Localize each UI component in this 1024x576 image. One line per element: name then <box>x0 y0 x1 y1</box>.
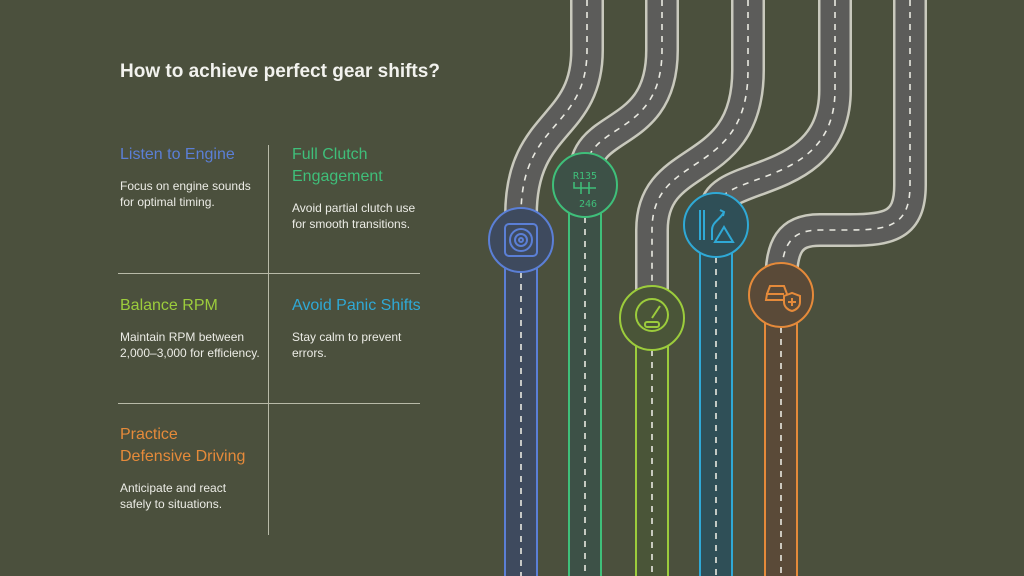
item-heading: Avoid Panic Shifts <box>292 297 421 314</box>
item-heading: Full Clutch Engagement <box>292 146 383 185</box>
item-heading: Balance RPM <box>120 297 218 314</box>
grid-divider-vertical <box>268 145 269 535</box>
item-text: Focus on engine sounds for optimal timin… <box>120 179 251 209</box>
item-defensive-driving: Practice Defensive Driving Anticipate an… <box>120 424 250 512</box>
item-text: Maintain RPM between 2,000–3,000 for eff… <box>120 330 260 360</box>
item-text: Anticipate and react safely to situation… <box>120 481 227 511</box>
item-avoid-panic: Avoid Panic Shifts Stay calm to prevent … <box>292 295 432 361</box>
speedometer-icon <box>619 285 685 351</box>
speaker-icon <box>488 207 554 273</box>
grid-divider-horizontal <box>118 273 420 274</box>
item-heading: Practice Defensive Driving <box>120 426 246 465</box>
item-heading: Listen to Engine <box>120 146 235 163</box>
item-listen-to-engine: Listen to Engine Focus on engine sounds … <box>120 144 260 210</box>
item-text: Stay calm to prevent errors. <box>292 330 402 360</box>
page-title: How to achieve perfect gear shifts? <box>120 61 440 82</box>
item-full-clutch: Full Clutch Engagement Avoid partial clu… <box>292 144 432 232</box>
car-shield-icon <box>748 262 814 328</box>
item-text: Avoid partial clutch use for smooth tran… <box>292 201 416 231</box>
lane-change-warning-icon <box>683 192 749 258</box>
grid-divider-horizontal <box>118 403 420 404</box>
gear-shift-pattern-icon: R135 246 <box>552 152 618 218</box>
item-balance-rpm: Balance RPM Maintain RPM between 2,000–3… <box>120 295 260 361</box>
road-colored <box>504 184 798 576</box>
svg-text:246: 246 <box>579 199 597 210</box>
svg-text:R135: R135 <box>573 171 597 182</box>
